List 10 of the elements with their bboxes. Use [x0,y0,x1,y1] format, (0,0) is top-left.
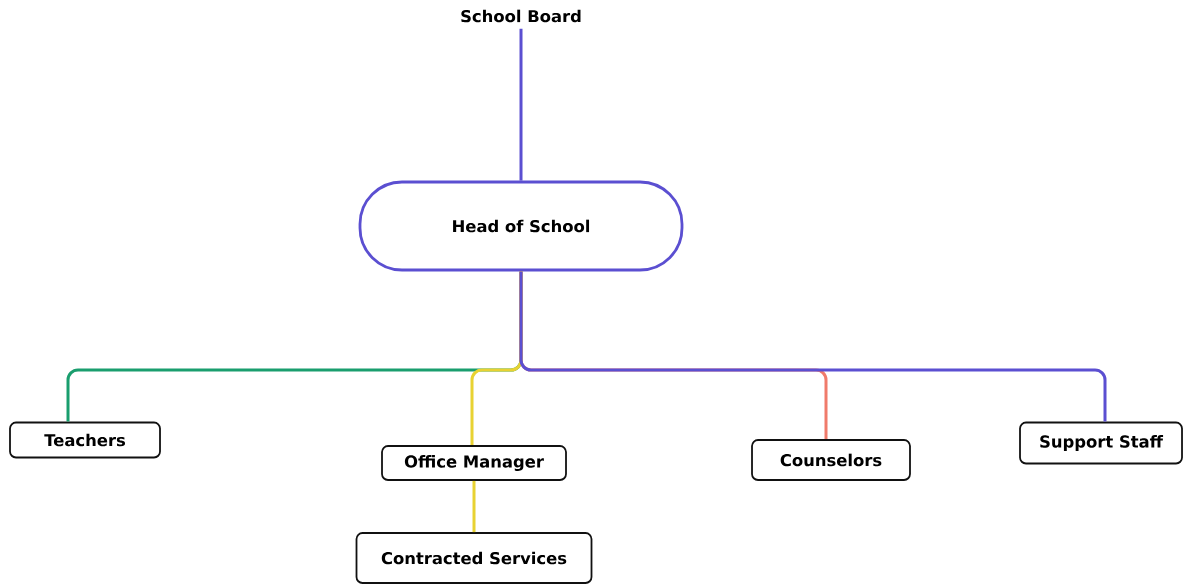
role-box: Counselors [751,439,911,481]
role-box: Office Manager [381,445,567,481]
connector-line [472,480,476,533]
role-box: Teachers [9,421,161,459]
role-box: Contracted Services [355,532,593,584]
rounded-box: Head of School [358,180,684,272]
role-box: Support Staff [1019,421,1183,465]
connector-line [519,271,1107,422]
title-text: School Board [461,9,581,23]
connector-line [519,28,523,181]
